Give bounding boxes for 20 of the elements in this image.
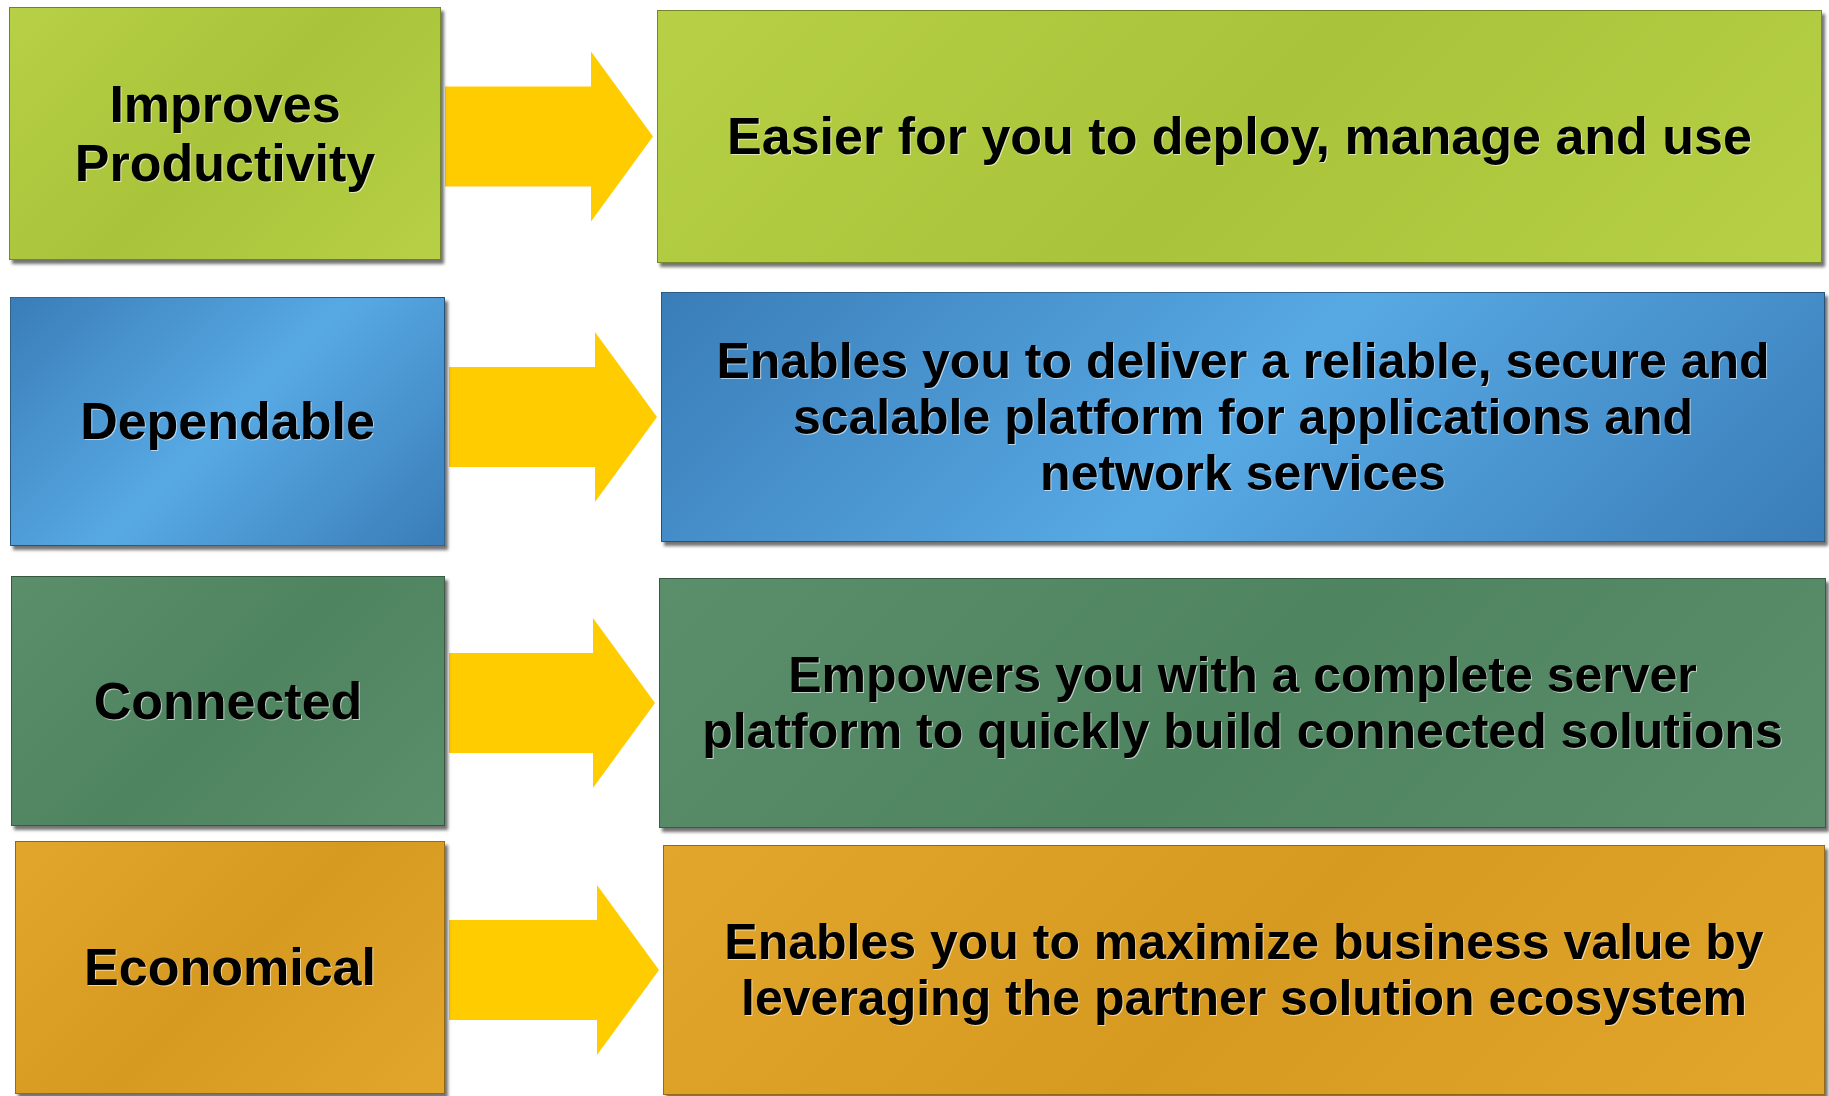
category-label: Improves Productivity <box>73 75 377 192</box>
category-box <box>10 297 445 546</box>
description-text: Enables you to deliver a reliable, secure and scalable platform for applications and network services <box>715 333 1771 501</box>
category-label: Dependable <box>80 392 375 451</box>
category-box <box>11 576 445 826</box>
category-label: Economical <box>84 938 376 997</box>
description-box <box>659 578 1826 828</box>
category-box <box>9 7 441 260</box>
description-box <box>657 10 1822 263</box>
description-text: Easier for you to deploy, manage and use <box>727 107 1752 166</box>
description-text: Enables you to maximize business value by leveraging the partner solution ecosystem <box>723 914 1765 1026</box>
description-text: Empowers you with a complete server platform to quickly build connected solutions <box>701 647 1784 759</box>
category-box <box>15 841 445 1094</box>
category-label: Connected <box>93 671 363 731</box>
description-box <box>661 292 1825 542</box>
arrow <box>449 332 657 502</box>
description-box <box>663 845 1825 1095</box>
arrow <box>449 618 655 788</box>
arrow <box>449 885 659 1055</box>
arrow <box>445 51 653 222</box>
